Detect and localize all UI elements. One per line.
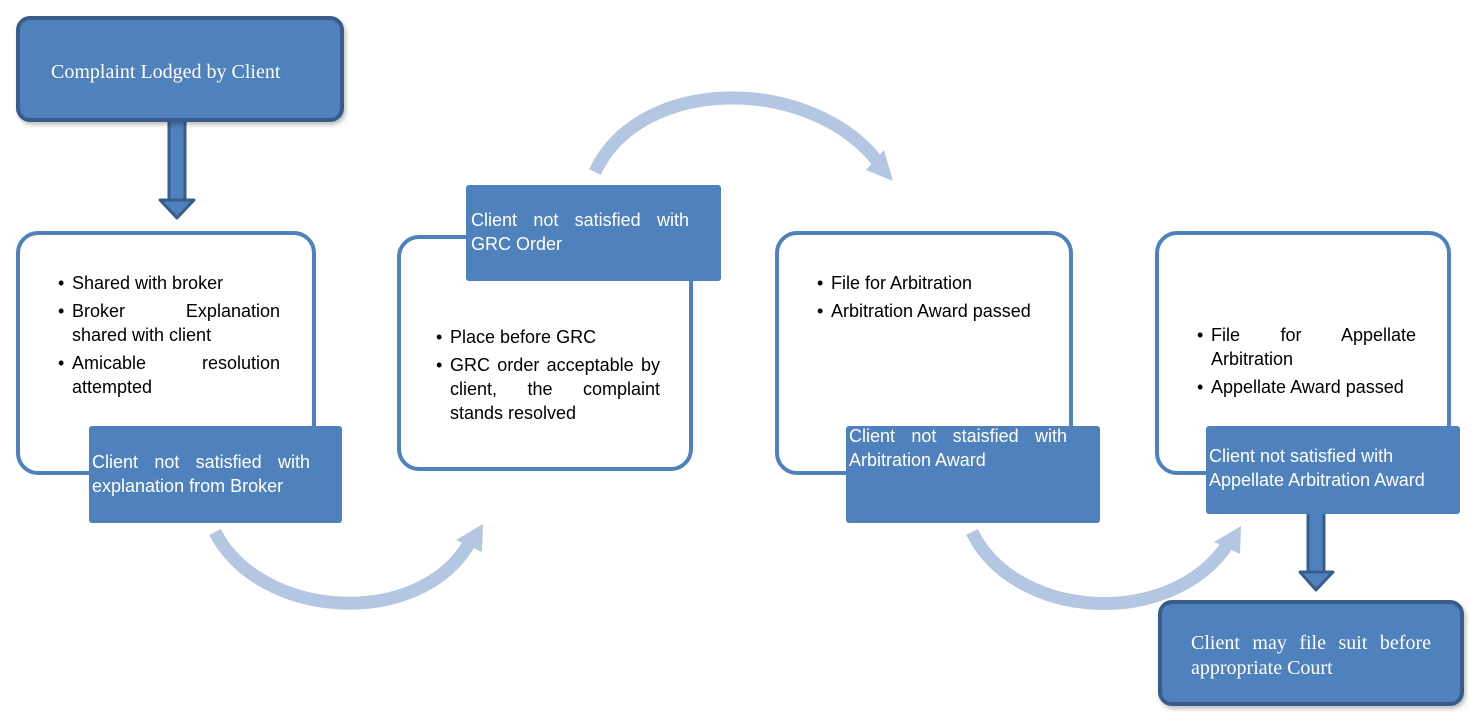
curved-arrow-2 [589, 91, 893, 181]
stage1-escalation-box: Client not satisfied with explanation fr… [89, 426, 342, 523]
list-item: Place before GRC [436, 325, 660, 349]
list-item: Amicable resolution attempted [58, 351, 280, 399]
down-arrow-end [1298, 510, 1335, 592]
list-item: Arbitration Award passed [817, 299, 1035, 323]
stage4-escalation-text: Client not satisfied with Appellate Arbi… [1209, 446, 1425, 490]
list-item: Shared with broker [58, 271, 280, 295]
curved-arrow-1 [209, 524, 483, 610]
stage3-escalation-text: Client not staisfied with Arbitration Aw… [849, 426, 1067, 470]
list-item: File for Arbitration [817, 271, 1035, 295]
start-label: Complaint Lodged by Client [51, 61, 281, 83]
stage2-escalation-box: Client not satisfied with GRC Order [466, 185, 721, 281]
stage2-escalation-text: Client not satisfied with GRC Order [471, 210, 689, 254]
list-item: Broker Explanation shared with client [58, 299, 280, 347]
list-item: Appellate Award passed [1197, 375, 1416, 399]
curved-arrow-3 [966, 526, 1241, 610]
list-item: File for Appellate Arbitration [1197, 323, 1416, 371]
stage3-escalation-box: Client not staisfied with Arbitration Aw… [846, 426, 1100, 523]
list-item: GRC order acceptable by client, the comp… [436, 353, 660, 425]
end-label: Client may file suit before appropriate … [1191, 632, 1431, 679]
down-arrow-start [158, 116, 196, 220]
stage4-list: File for Appellate Arbitration Appellate… [1197, 323, 1416, 403]
stage1-list: Shared with broker Broker Explanation sh… [58, 271, 280, 403]
stage1-escalation-text: Client not satisfied with explanation fr… [92, 452, 310, 496]
stage3-list: File for Arbitration Arbitration Award p… [817, 271, 1035, 327]
end-box: Client may file suit before appropriate … [1158, 600, 1464, 706]
start-box: Complaint Lodged by Client [16, 16, 344, 122]
stage2-list: Place before GRC GRC order acceptable by… [436, 325, 660, 429]
stage4-escalation-box: Client not satisfied with Appellate Arbi… [1206, 426, 1460, 514]
